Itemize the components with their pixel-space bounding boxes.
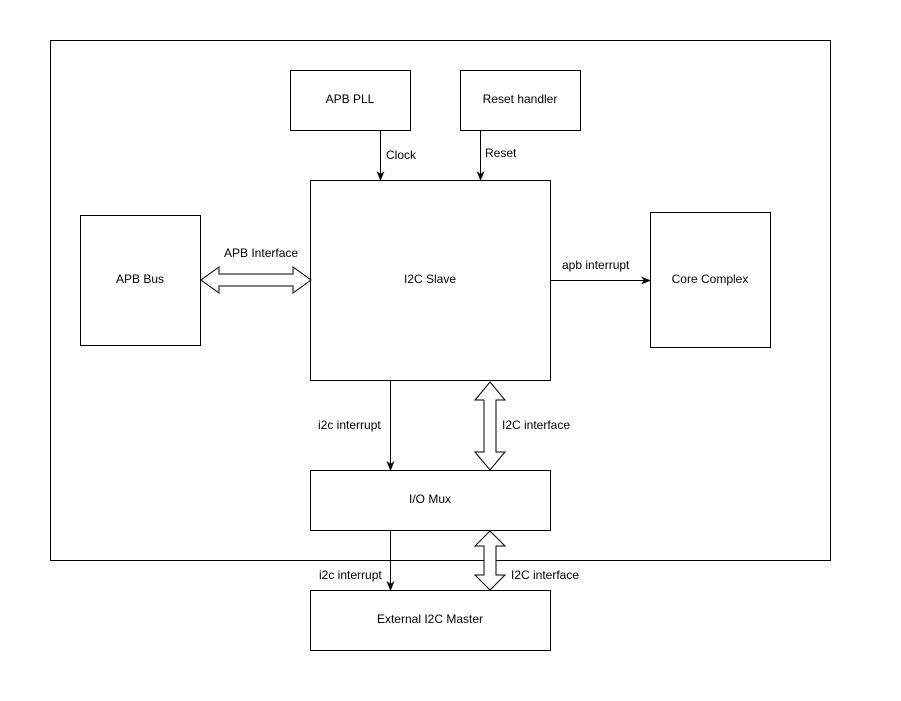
io-mux-block: I/O Mux xyxy=(310,470,551,531)
reset-handler-label: Reset handler xyxy=(483,92,558,106)
i2c-interrupt-inner-label: i2c interrupt xyxy=(318,418,381,432)
external-i2c-master-label: External I2C Master xyxy=(377,612,483,626)
io-mux-label: I/O Mux xyxy=(409,492,451,506)
i2c-slave-label: I2C Slave xyxy=(404,272,456,286)
i2c-interface-outer-label: I2C interface xyxy=(511,568,579,582)
clock-label: Clock xyxy=(386,148,417,162)
reset-label: Reset xyxy=(485,146,517,160)
i2c-slave-block: I2C Slave xyxy=(310,180,551,381)
core-complex-block: Core Complex xyxy=(650,212,771,348)
i2c-interface-outer-arrow xyxy=(473,530,507,591)
apb-pll-label: APB PLL xyxy=(326,92,375,106)
core-complex-label: Core Complex xyxy=(672,272,749,286)
i2c-interrupt-outer-label: i2c interrupt xyxy=(319,568,382,582)
system-boundary xyxy=(50,40,831,561)
i2c-interface-inner-arrow xyxy=(473,381,507,471)
external-i2c-master-block: External I2C Master xyxy=(310,590,551,651)
apb-bus-label: APB Bus xyxy=(116,272,164,286)
apb-pll-block: APB PLL xyxy=(290,70,411,131)
apb-interface-arrow xyxy=(200,266,312,294)
apb-interface-label: APB Interface xyxy=(224,246,298,260)
reset-handler-block: Reset handler xyxy=(460,70,581,131)
apb-interrupt-label: apb interrupt xyxy=(562,258,630,272)
i2c-interface-inner-label: I2C interface xyxy=(502,418,570,432)
apb-bus-block: APB Bus xyxy=(80,215,201,346)
